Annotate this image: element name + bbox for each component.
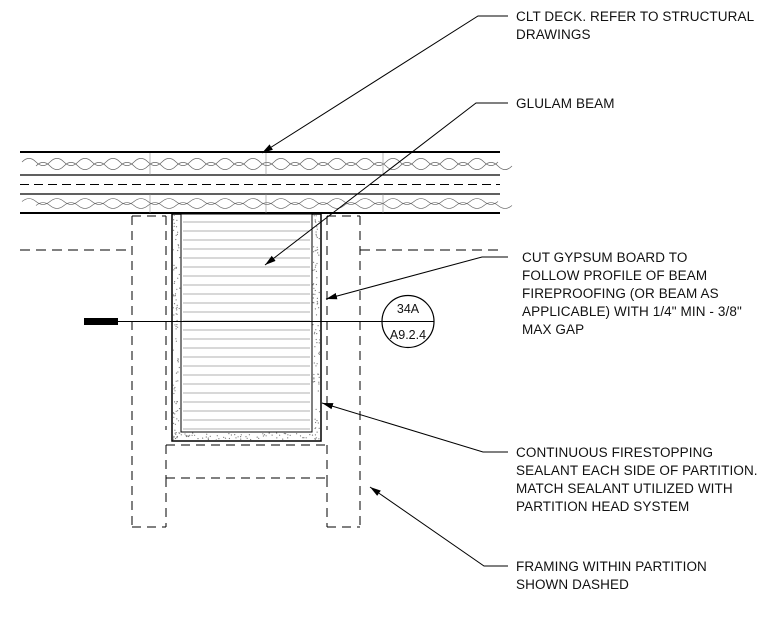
note-line: CLT DECK. REFER TO STRUCTURAL [516,9,755,24]
note-line: CONTINUOUS FIRESTOPPING [516,445,713,460]
note-line: GLULAM BEAM [516,96,615,111]
note-line: SEALANT EACH SIDE OF PARTITION. [516,463,758,478]
note-line: APPLICABLE) WITH 1/4" MIN - 3/8" [522,304,742,319]
section-cut-marker [84,318,118,325]
detail-number: 34A [397,302,420,316]
note-line: MATCH SEALANT UTILIZED WITH [516,481,733,496]
wood-grain-bottom-lamination [21,198,513,209]
note-line: FIREPROOFING (OR BEAM AS [522,286,719,301]
leader-gypsum-board [325,256,508,300]
note-framing: FRAMING WITHIN PARTITION SHOWN DASHED [516,559,707,592]
note-glulam-beam: GLULAM BEAM [516,96,615,111]
wood-grain-top-lamination [21,158,513,170]
note-line: PARTITION HEAD SYSTEM [516,499,689,514]
note-line: DRAWINGS [516,27,591,42]
sheet-number: A9.2.4 [390,328,426,342]
leader-glulam-beam [264,102,508,266]
leader-clt-deck [261,15,508,154]
partition-framing-dashed [131,215,361,528]
note-line: FOLLOW PROFILE OF BEAM [522,268,707,283]
note-firestopping: CONTINUOUS FIRESTOPPING SEALANT EACH SID… [516,445,758,514]
section-tag[interactable]: 34A A9.2.4 [381,294,435,349]
clt-deck [20,151,513,214]
leader-firestopping [321,402,508,453]
note-line: FRAMING WITHIN PARTITION [516,559,707,574]
note-line: SHOWN DASHED [516,577,629,592]
leader-framing [369,486,508,567]
note-gypsum-board: CUT GYPSUM BOARD TO FOLLOW PROFILE OF BE… [522,250,742,337]
glulam-beam [171,213,322,442]
lamination-joints [149,153,384,213]
note-clt-deck: CLT DECK. REFER TO STRUCTURAL DRAWINGS [516,9,755,42]
fireproofing-stipple [172,214,321,441]
note-line: MAX GAP [522,322,584,337]
section-cut [84,318,382,325]
note-line: CUT GYPSUM BOARD TO [522,250,687,265]
